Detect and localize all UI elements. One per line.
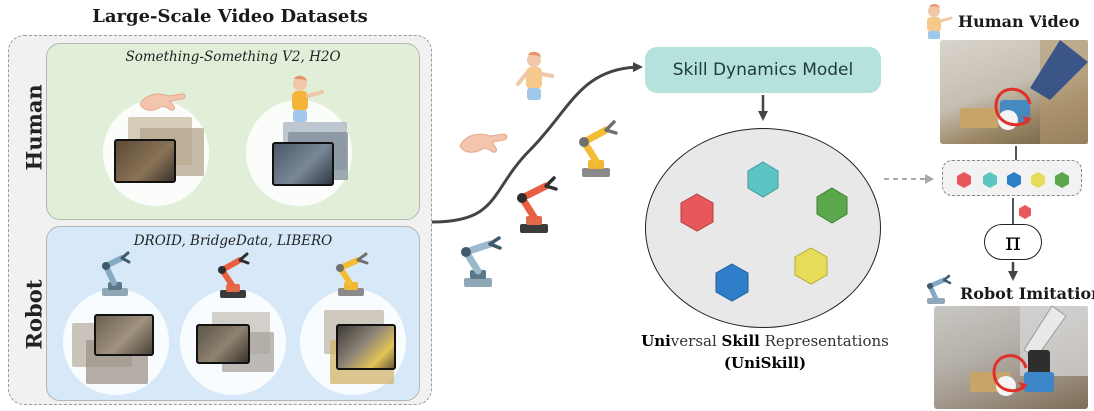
skill-dynamics-model-box: Skill Dynamics Model	[645, 47, 881, 93]
person-icon	[927, 4, 953, 39]
seq-hexagon-blue	[1007, 172, 1021, 188]
skill-hexagon-green	[816, 187, 848, 224]
video-thumbnail-front	[196, 324, 250, 364]
human-datasets-label: Something-Something V2, H2O	[125, 49, 341, 65]
video-thumbnail-front	[336, 324, 396, 370]
seq-hexagon-teal	[983, 172, 997, 188]
robot-arm-icon	[579, 120, 618, 177]
person-icon	[516, 51, 554, 100]
robot-arm-icon	[516, 176, 558, 233]
seq-hexagon-green	[1055, 172, 1069, 188]
caption-uni: Uni	[641, 332, 671, 350]
human-video-scene	[960, 40, 1088, 144]
caption-versal: versal	[670, 332, 722, 350]
skill-hexagon-red	[680, 193, 714, 232]
caption-representations: Representations	[759, 332, 889, 350]
robot-imitation-label: Robot Imitation	[960, 284, 1094, 303]
robot-imitation-scene	[970, 305, 1088, 396]
selected-skill-hexagon	[1019, 205, 1031, 219]
skill-hexagon-teal	[747, 161, 779, 198]
skill-hexagon-yellow	[794, 247, 828, 285]
video-thumbnail-front	[114, 139, 176, 183]
caption-skill: Skill	[721, 332, 760, 350]
robot-arm-icon	[102, 251, 131, 296]
skill-representation-space	[645, 128, 881, 328]
uniskill-caption: Universal Skill Representations (UniSkil…	[620, 330, 910, 374]
seq-hexagon-yellow	[1031, 172, 1045, 188]
robot-arm-icon	[335, 252, 369, 296]
video-thumbnail-front	[94, 314, 154, 356]
seq-hexagon-red	[957, 172, 971, 188]
robot-arm-icon	[926, 274, 952, 304]
policy-box: π	[984, 224, 1042, 260]
human-video-label: Human Video	[958, 12, 1080, 31]
datasets-title: Large-Scale Video Datasets	[92, 6, 368, 27]
skill-hexagon-blue	[715, 263, 749, 302]
robot-datasets-label: DROID, BridgeData, LIBERO	[133, 233, 333, 249]
robot-arm-icon	[217, 252, 250, 298]
caption-uniskill: (UniSkill)	[723, 354, 807, 372]
hand-icon	[459, 133, 508, 153]
hand-icon	[139, 93, 186, 111]
robot-arm-icon	[460, 236, 502, 287]
video-thumbnail-front	[272, 142, 334, 186]
data-flow-arrow	[431, 62, 643, 224]
person-icon	[292, 75, 324, 122]
